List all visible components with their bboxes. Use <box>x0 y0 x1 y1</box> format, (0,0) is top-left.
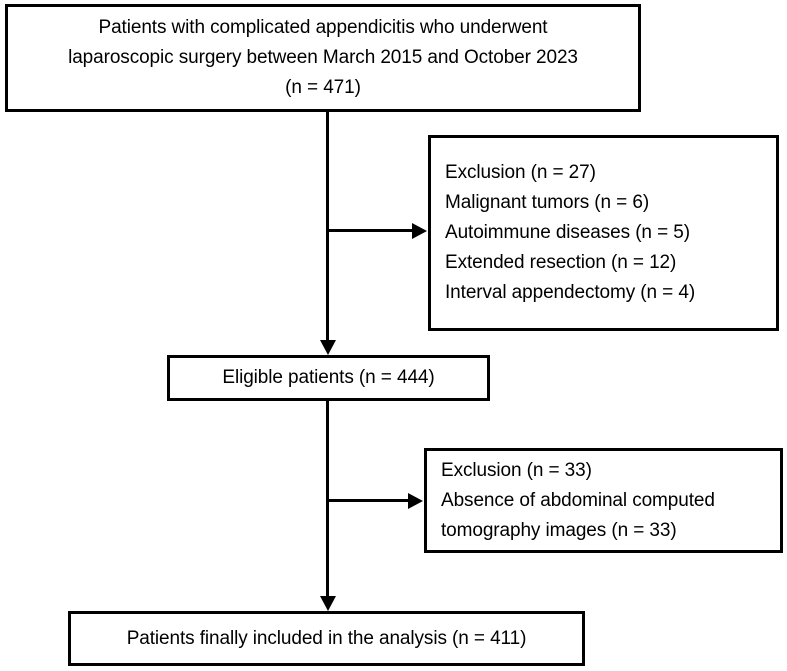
exclusion-1-item-1: Malignant tumors (n = 6) <box>445 192 650 213</box>
exclusion-2-heading: Exclusion (n = 33) <box>441 459 592 481</box>
branch-to-exclusion-1 <box>326 229 414 232</box>
exclusion-box-2: Exclusion (n = 33) Absence of abdominal … <box>424 448 783 553</box>
exclusion-1-item-2: Autoimmune diseases (n = 5) <box>445 222 690 243</box>
final-label: Patients finally included in the analysi… <box>126 627 527 649</box>
arrowhead-to-eligible-box <box>319 340 336 355</box>
eligible-label: Eligible patients (n = 444) <box>222 367 435 388</box>
enrollment-line-1: Patients with complicated appendicitis w… <box>98 17 548 38</box>
arrowhead-to-final-box <box>319 596 336 611</box>
enrollment-box: Patients with complicated appendicitis w… <box>5 4 641 112</box>
branch-to-exclusion-2 <box>326 499 410 502</box>
exclusion-2-line-1: Absence of abdominal computed <box>441 489 715 511</box>
arrowhead-to-exclusion-box-1 <box>412 222 427 239</box>
exclusion-1-item-4: Interval appendectomy (n = 4) <box>445 282 696 303</box>
enrollment-line-3: (n = 471) <box>285 77 361 98</box>
arrowhead-to-exclusion-box-2 <box>408 492 423 509</box>
enrollment-line-2: laparoscopic surgery between March 2015 … <box>68 47 578 68</box>
trunk-enrollment-to-eligible <box>326 112 329 341</box>
exclusion-2-line-2: tomography images (n = 33) <box>441 519 677 541</box>
exclusion-1-heading: Exclusion (n = 27) <box>445 162 596 183</box>
exclusion-1-item-3: Extended resection (n = 12) <box>445 252 677 273</box>
eligible-box: Eligible patients (n = 444) <box>167 355 490 401</box>
final-box: Patients finally included in the analysi… <box>68 611 585 666</box>
exclusion-box-1: Exclusion (n = 27) Malignant tumors (n =… <box>428 135 779 331</box>
